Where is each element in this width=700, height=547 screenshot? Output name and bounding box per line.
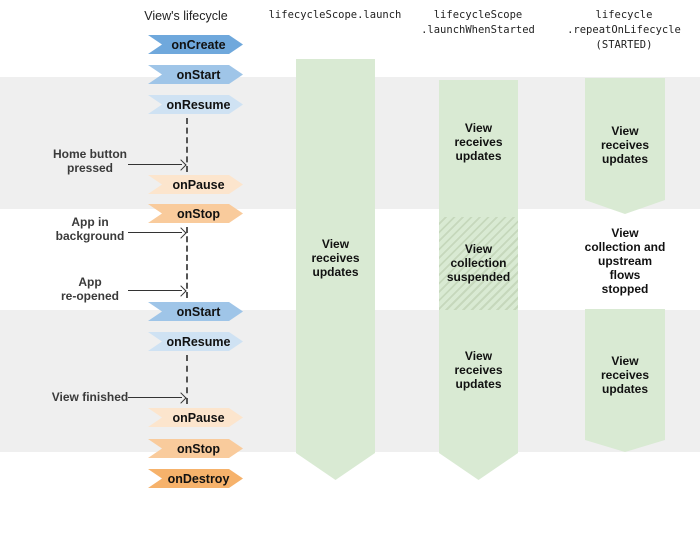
note-app-reopened: App re-opened <box>60 275 119 303</box>
launch-status-text: View receives updates <box>311 237 360 279</box>
lws-active-top-segment <box>439 80 518 217</box>
badge-label: onStart <box>176 304 221 319</box>
lws-status-bottom: View receives updates <box>454 349 503 391</box>
note-app-in-background: App in background <box>55 215 125 243</box>
badge-onpause-2: onPause <box>148 408 243 427</box>
header-repeatonlifecycle: lifecycle .repeatOnLifecycle (STARTED) <box>567 9 681 51</box>
scope-arrow-repeatonlifecycle-top <box>585 78 665 214</box>
arrow-line-1 <box>128 164 182 165</box>
badge-onresume-1: onResume <box>148 95 243 114</box>
badge-onpause-1: onPause <box>148 175 243 194</box>
badge-label: onDestroy <box>167 471 230 486</box>
scope-arrow-launchwhenstarted <box>439 80 518 480</box>
arrow-head-icon <box>175 284 187 297</box>
badge-label: onPause <box>172 410 225 425</box>
badge-onstop-2: onStop <box>148 439 243 458</box>
badge-label: onStop <box>176 441 221 456</box>
rol-status-top: View receives updates <box>600 124 650 166</box>
badge-onresume-2: onResume <box>148 332 243 351</box>
scope-arrow-repeatonlifecycle-bottom <box>585 309 665 452</box>
badge-onstop-1: onStop <box>148 204 243 223</box>
lws-status-top: View receives updates <box>454 121 503 163</box>
note-home-button-pressed: Home button pressed <box>53 147 127 175</box>
dashed-connector-3 <box>186 355 188 404</box>
badge-onstart-2: onStart <box>148 302 243 321</box>
badge-label: onStop <box>176 206 221 221</box>
note-view-finished: View finished <box>51 390 129 404</box>
badge-onstart-1: onStart <box>148 65 243 84</box>
dashed-connector-1 <box>186 118 188 172</box>
lws-active-bottom-segment <box>439 310 518 480</box>
badge-label: onResume <box>166 97 231 112</box>
arrow-line-2 <box>128 232 182 233</box>
header-launchwhenstarted: lifecycleScope .launchWhenStarted <box>421 9 535 36</box>
rol-status-bottom: View receives updates <box>600 354 650 396</box>
scope-arrow-launch <box>296 59 375 480</box>
lifecycle-column-title: View's lifecycle <box>144 9 228 23</box>
header-lifecyclescope-launch: lifecycleScope.launch <box>268 9 402 21</box>
rol-status-middle: View collection and upstream flows stopp… <box>584 226 666 296</box>
badge-ondestroy: onDestroy <box>148 469 243 488</box>
badge-label: onResume <box>166 334 231 349</box>
badge-label: onPause <box>172 177 225 192</box>
arrow-line-4 <box>128 397 182 398</box>
lws-suspended-hatch-segment <box>439 217 518 310</box>
arrow-head-icon <box>175 226 187 239</box>
arrow-line-3 <box>128 290 182 291</box>
dashed-connector-2 <box>186 227 188 298</box>
badge-oncreate: onCreate <box>148 35 243 54</box>
badge-label: onCreate <box>171 37 226 52</box>
lws-status-middle: View collection suspended <box>446 242 511 284</box>
badge-label: onStart <box>176 67 221 82</box>
